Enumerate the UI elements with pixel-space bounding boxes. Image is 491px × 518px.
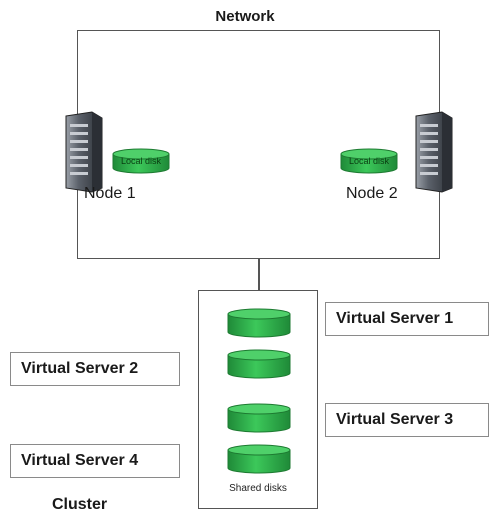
- node-1-label: Node 1: [84, 185, 136, 202]
- virtual-server-1-label: Virtual Server 1: [336, 310, 454, 327]
- node-1-server-icon: [65, 111, 103, 193]
- virtual-server-3-label: Virtual Server 3: [336, 411, 454, 428]
- shared-disks-boundary: [198, 290, 318, 509]
- virtual-server-2-box: Virtual Server 2: [10, 352, 180, 386]
- virtual-server-4-box: Virtual Server 4: [10, 444, 180, 478]
- shared-disk-4-icon: [227, 444, 291, 474]
- shared-disk-2-icon: [227, 349, 291, 379]
- network-connector-line: [258, 259, 260, 290]
- virtual-server-3-box: Virtual Server 3: [325, 403, 489, 437]
- virtual-server-4-label: Virtual Server 4: [21, 452, 139, 469]
- shared-disks-label: Shared disks: [229, 483, 287, 494]
- virtual-server-1-box: Virtual Server 1: [325, 302, 489, 336]
- network-boundary: [77, 30, 440, 259]
- virtual-server-2-label: Virtual Server 2: [21, 360, 139, 377]
- node-2-local-disk-label: Local disk: [348, 156, 390, 166]
- shared-disk-3-icon: [227, 403, 291, 433]
- network-label: Network: [215, 8, 275, 25]
- node-1-local-disk-icon: [112, 148, 170, 174]
- node-2-server-icon: [415, 111, 453, 193]
- node-2-label: Node 2: [346, 185, 398, 202]
- cluster-label: Cluster: [52, 496, 108, 513]
- node-2-local-disk-icon: [340, 148, 398, 174]
- node-1-local-disk-label: Local disk: [120, 156, 162, 166]
- shared-disk-1-icon: [227, 308, 291, 338]
